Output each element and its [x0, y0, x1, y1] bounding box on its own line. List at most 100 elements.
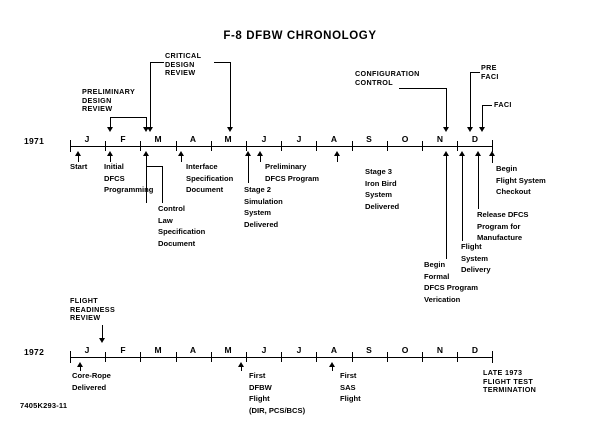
event-line: System	[244, 208, 272, 217]
month-label-1971: J	[296, 134, 302, 144]
callout-line: DESIGN	[165, 59, 195, 69]
event-label-begin-formal-verication: Begin Formal DFCS Program Verication	[424, 259, 478, 305]
faci-leader-vertical	[482, 105, 483, 128]
pdr-leader-left	[110, 117, 111, 128]
prefaci-leader-horizontal	[470, 72, 480, 73]
prefaci-leader-vertical	[470, 72, 471, 128]
event-label-first-dfbw-flight: First DFBW Flight (DIR, PCS/BCS)	[249, 370, 305, 416]
event-arrowhead-first-sas	[328, 362, 335, 367]
event-line: Delivered	[244, 219, 279, 229]
callout-line: FLIGHT	[70, 296, 99, 305]
event-line: Manufacture	[477, 233, 523, 242]
axis-tick-1972	[457, 352, 458, 362]
event-arrowhead-first-dfbw	[237, 362, 244, 367]
month-label-1972: J	[261, 345, 267, 355]
axis-start-cap-1971	[70, 140, 71, 152]
callout-pre-faci: PRE FACI	[481, 63, 499, 81]
event-line: Program for	[477, 221, 521, 231]
event-line: DFCS Program	[424, 283, 479, 292]
callout-line: CONTROL	[355, 77, 393, 87]
event-label-core-rope-delivered: Core-Rope Delivered	[72, 370, 111, 393]
event-label-first-sas-flight: First SAS Flight	[340, 370, 361, 405]
event-leader-first-dfbw	[241, 366, 242, 371]
event-label-start: Start	[70, 161, 87, 173]
callout-preliminary-design-review: PRELIMINARY DESIGN REVIEW	[82, 87, 136, 114]
event-leader-start	[78, 155, 79, 162]
event-arrowhead-begin-checkout	[488, 151, 495, 156]
axis-tick-1972	[246, 352, 247, 362]
callout-flight-test-termination: LATE 1973 FLIGHT TEST TERMINATION	[483, 368, 537, 395]
event-line: Start	[70, 162, 88, 171]
callout-flight-readiness-review: FLIGHT READINESS REVIEW	[70, 296, 116, 323]
cdr-bracket-bar-left	[150, 62, 164, 63]
event-label-interface-specification: Interface Specification Document	[186, 161, 233, 196]
cdr-leader-left	[150, 62, 151, 128]
figure-number: 7405K293-11	[20, 401, 68, 410]
event-line: Stage 3	[365, 167, 393, 176]
cdr-bracket-bar-right	[214, 62, 230, 63]
event-arrowhead-initial-dfcs	[106, 151, 113, 156]
callout-line: TERMINATION	[483, 385, 537, 395]
axis-tick-1972	[105, 352, 106, 362]
event-line: Flight	[340, 394, 361, 403]
month-label-1971: S	[366, 134, 372, 144]
month-label-1971: J	[84, 134, 90, 144]
axis-start-cap-1972	[70, 351, 71, 363]
event-line: Release DFCS	[477, 210, 529, 219]
event-arrowhead-flight-delivery	[458, 151, 465, 156]
cc-leader-vertical	[446, 88, 447, 128]
callout-line: CONFIGURATION	[355, 69, 420, 78]
callout-configuration-control: CONFIGURATION CONTROL	[355, 69, 420, 87]
month-label-1972: S	[366, 345, 372, 355]
callout-line: REVIEW	[165, 68, 196, 78]
callout-line: READINESS	[70, 304, 116, 314]
event-leader-begin-formal	[446, 155, 447, 259]
axis-tick-1971	[422, 141, 423, 151]
axis-end-cap-1972	[492, 351, 493, 363]
axis-tick-1971	[457, 141, 458, 151]
event-label-release-dfcs-program: Release DFCS Program for Manufacture	[477, 209, 529, 244]
event-line: Document	[158, 238, 196, 248]
event-line: Begin	[424, 260, 446, 269]
event-line: (DIR, PCS/BCS)	[249, 405, 306, 415]
event-arrowhead-begin-formal	[442, 151, 449, 156]
month-label-1972: A	[330, 345, 338, 355]
axis-tick-1972	[422, 352, 423, 362]
callout-line: FACI	[494, 100, 512, 109]
callout-line: LATE 1973	[483, 368, 523, 377]
pdr-arrowhead-right	[142, 127, 149, 132]
event-line: Verication	[424, 294, 461, 304]
callout-line: FACI	[481, 71, 499, 81]
event-line: Flight	[249, 394, 270, 403]
event-leader-stage2	[248, 155, 249, 183]
event-line: Core-Rope	[72, 371, 111, 380]
month-label-1972: M	[154, 345, 162, 355]
callout-line: DESIGN	[82, 95, 112, 105]
event-label-stage2-simulation: Stage 2 Simulation System Delivered	[244, 184, 283, 230]
axis-tick-1972	[387, 352, 388, 362]
cdr-arrowhead-left	[146, 127, 153, 132]
event-arrowhead-start	[74, 151, 81, 156]
callout-line: PRE	[481, 63, 497, 72]
axis-tick-1972	[176, 352, 177, 362]
year-label-1971: 1971	[24, 136, 45, 146]
callout-line: PRELIMINARY	[82, 87, 136, 96]
event-arrowhead-prelim-dfcs	[256, 151, 263, 156]
axis-tick-1971	[316, 141, 317, 151]
event-label-initial-dfcs-programming: Initial DFCS Programming	[104, 161, 153, 196]
event-line: Programming	[104, 185, 154, 194]
event-line: DFCS	[104, 173, 125, 183]
event-line: Initial	[104, 162, 124, 171]
event-arrowhead-stage2	[244, 151, 251, 156]
event-line: DFBW	[249, 382, 272, 392]
month-label-1971: D	[471, 134, 479, 144]
axis-tick-1971	[281, 141, 282, 151]
axis-tick-1971	[176, 141, 177, 151]
axis-tick-1971	[352, 141, 353, 151]
event-line: Stage 2	[244, 185, 272, 194]
event-line: Preliminary	[265, 162, 307, 171]
event-label-preliminary-dfcs-program: Preliminary DFCS Program	[265, 161, 319, 184]
faci-arrowhead	[478, 127, 485, 132]
event-leader-release-dfcs	[478, 155, 479, 209]
event-arrowhead-release-dfcs	[474, 151, 481, 156]
